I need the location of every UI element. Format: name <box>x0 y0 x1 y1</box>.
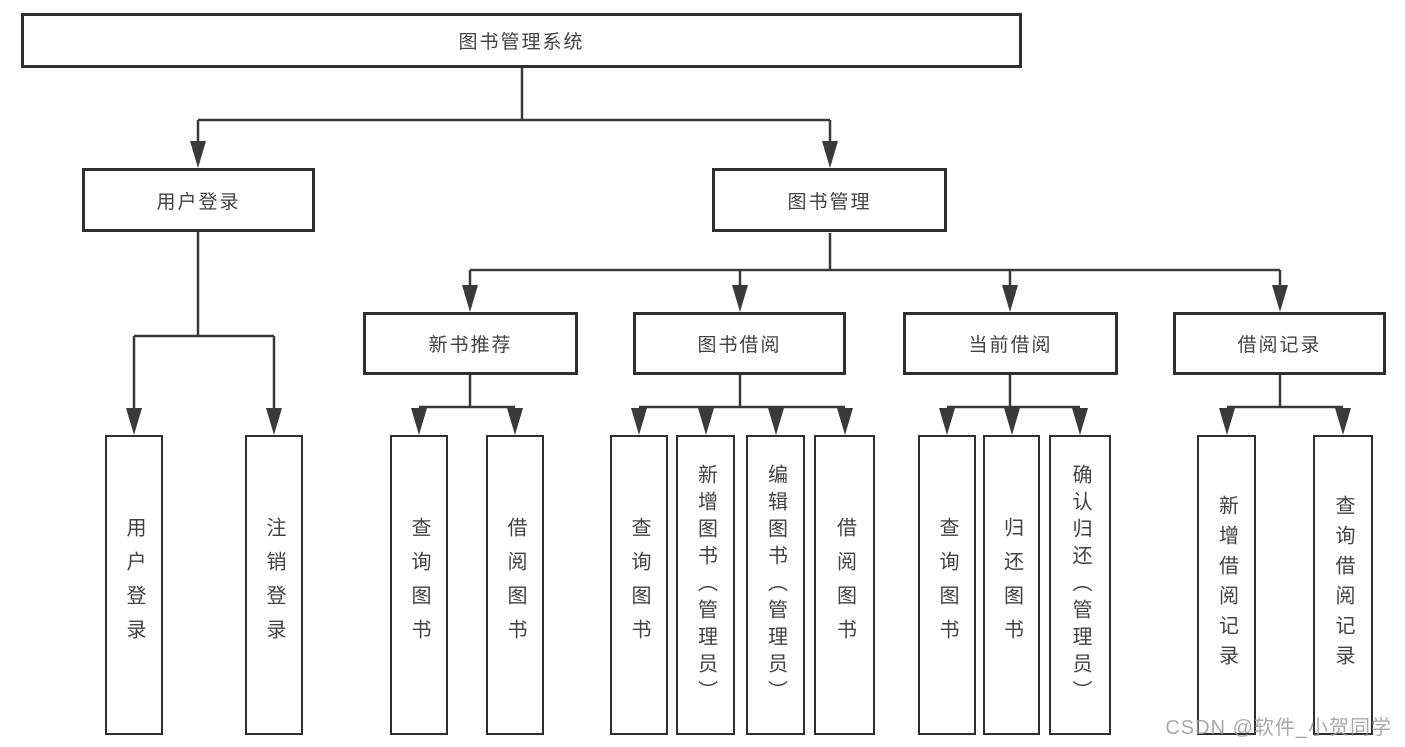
node-new-book-recommend: 新书推荐 <box>363 312 578 375</box>
node-book-borrowing: 图书借阅 <box>633 312 846 375</box>
leaf-user-login: 用户登录 <box>105 435 163 735</box>
leaf-records-query-record-label: 查询借阅记录 <box>1332 495 1354 675</box>
leaf-current-confirm-return-admin: 确认归还（管理员） <box>1049 435 1111 735</box>
node-borrow-records: 借阅记录 <box>1173 312 1386 375</box>
leaf-borrowing-add-books-admin: 新增图书（管理员） <box>676 435 735 735</box>
leaf-newbooks-borrow-books-label: 借阅图书 <box>504 517 526 653</box>
leaf-records-add-record: 新增借阅记录 <box>1197 435 1256 735</box>
leaf-records-add-record-label: 新增借阅记录 <box>1215 495 1238 675</box>
node-root-label: 图书管理系统 <box>458 32 585 53</box>
leaf-current-query-books-label: 查询图书 <box>936 517 958 653</box>
leaf-current-confirm-return-admin-label: 确认归还（管理员） <box>1069 463 1091 707</box>
node-user-login-label: 用户登录 <box>156 191 241 213</box>
leaf-borrowing-borrow-books: 借阅图书 <box>814 435 875 735</box>
leaf-current-return-books: 归还图书 <box>983 435 1040 735</box>
csdn-watermark: CSDN @软件_小贺同学 <box>1165 717 1392 739</box>
leaf-newbooks-query-books: 查询图书 <box>390 435 448 735</box>
node-current-borrowing-label: 当前借阅 <box>968 335 1053 356</box>
node-borrow-records-label: 借阅记录 <box>1237 335 1322 356</box>
leaf-records-query-record: 查询借阅记录 <box>1313 435 1373 735</box>
leaf-borrowing-borrow-books-label: 借阅图书 <box>833 517 856 653</box>
leaf-borrowing-edit-books-admin: 编辑图书（管理员） <box>746 435 805 735</box>
node-book-borrowing-label: 图书借阅 <box>697 335 782 356</box>
leaf-current-query-books: 查询图书 <box>918 435 976 735</box>
node-book-management: 图书管理 <box>712 168 947 232</box>
node-current-borrowing: 当前借阅 <box>903 312 1118 375</box>
node-new-book-recommend-label: 新书推荐 <box>428 335 513 356</box>
leaf-borrowing-add-books-admin-label: 新增图书（管理员） <box>694 463 717 707</box>
leaf-newbooks-query-books-label: 查询图书 <box>408 517 430 653</box>
node-root: 图书管理系统 <box>21 13 1022 68</box>
leaf-current-return-books-label: 归还图书 <box>1000 517 1023 653</box>
connector-arrowheads <box>126 141 1351 435</box>
leaf-logout: 注销登录 <box>245 435 303 735</box>
leaf-borrowing-query-books-label: 查询图书 <box>628 517 650 653</box>
node-user-login: 用户登录 <box>82 168 315 232</box>
leaf-newbooks-borrow-books: 借阅图书 <box>486 435 544 735</box>
leaf-borrowing-edit-books-admin-label: 编辑图书（管理员） <box>764 463 787 707</box>
leaf-user-login-label: 用户登录 <box>123 517 145 653</box>
node-book-management-label: 图书管理 <box>787 191 872 213</box>
leaf-borrowing-query-books: 查询图书 <box>610 435 668 735</box>
leaf-logout-label: 注销登录 <box>263 517 285 653</box>
